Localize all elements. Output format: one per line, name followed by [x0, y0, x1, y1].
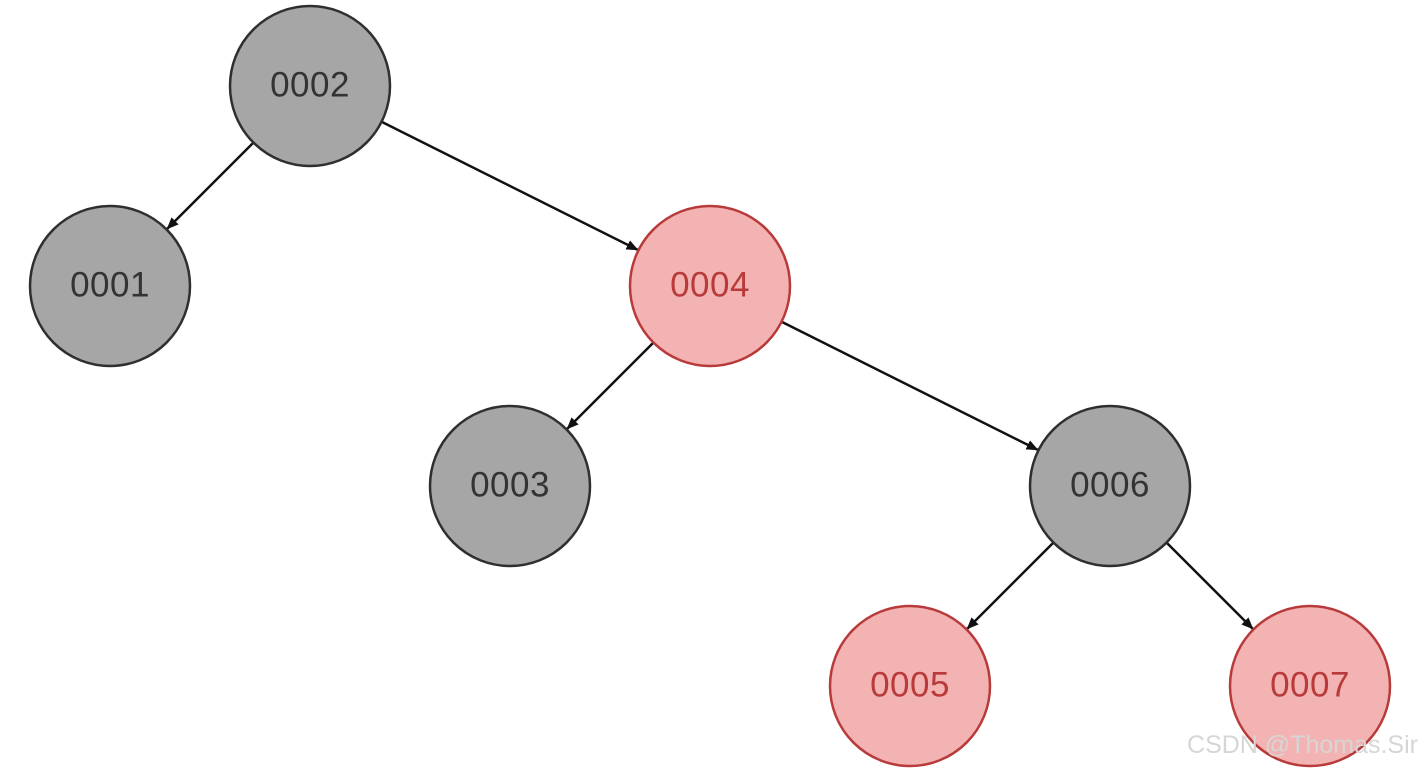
tree-node-label: 0005 [870, 665, 950, 704]
tree-node-0007: 0007 [1228, 604, 1392, 768]
tree-node-label: 0003 [470, 465, 550, 504]
tree-node-0001: 0001 [28, 204, 192, 368]
tree-edge-0002-0001 [166, 141, 255, 230]
tree-node-0006: 0006 [1028, 404, 1192, 568]
tree-edge-0004-0006 [781, 320, 1039, 451]
tree-node-circle [628, 204, 792, 368]
tree-node-label: 0001 [70, 265, 150, 304]
tree-edge-0006-0005 [966, 541, 1055, 630]
tree-node-0003: 0003 [428, 404, 592, 568]
tree-edge-0002-0004 [381, 120, 639, 251]
tree-edge-0006-0007 [1165, 541, 1254, 630]
tree-node-circle [428, 404, 592, 568]
tree-nodes: 0002 0001 0004 0003 0006 0005 0007 [28, 4, 1392, 768]
tree-node-circle [228, 4, 392, 168]
tree-node-label: 0006 [1070, 465, 1150, 504]
tree-node-label: 0004 [670, 265, 750, 304]
tree-node-0004: 0004 [628, 204, 792, 368]
tree-node-0005: 0005 [828, 604, 992, 768]
tree-node-circle [28, 204, 192, 368]
tree-node-circle [1028, 404, 1192, 568]
tree-edge-0004-0003 [566, 341, 655, 430]
tree-node-0002: 0002 [228, 4, 392, 168]
tree-node-label: 0007 [1270, 665, 1350, 704]
tree-node-label: 0002 [270, 65, 350, 104]
tree-edges [166, 120, 1254, 630]
tree-node-circle [828, 604, 992, 768]
tree-node-circle [1228, 604, 1392, 768]
watermark-text: CSDN @Thomas.Sir [1187, 731, 1418, 759]
